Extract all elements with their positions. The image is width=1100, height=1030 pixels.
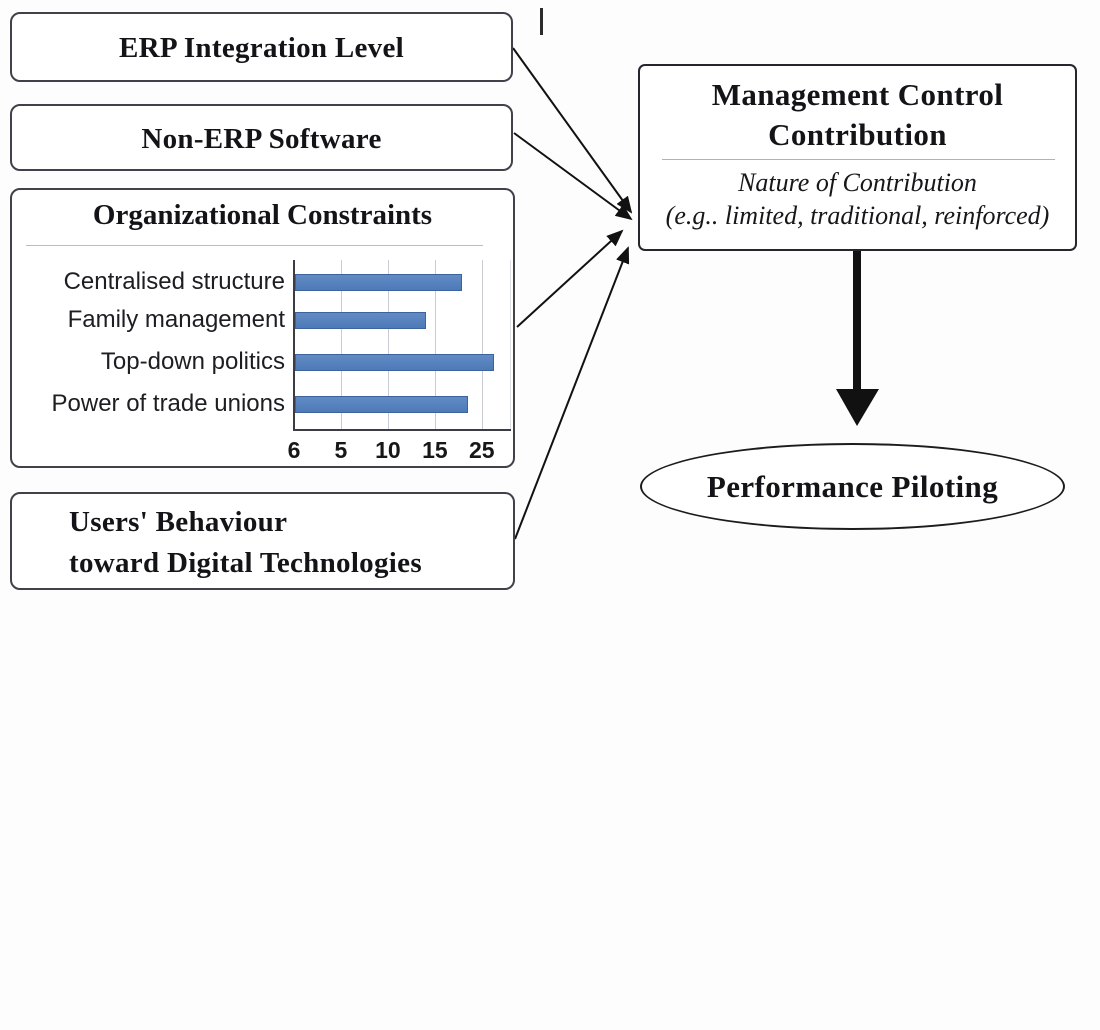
text-cursor-artifact — [540, 8, 543, 35]
chart-bar — [295, 312, 426, 329]
chart-gridline — [482, 260, 484, 429]
chart-category-label: Top-down politics — [100, 348, 285, 375]
chart-x-tick-label: 6 — [287, 437, 301, 463]
management-control-title-line1: Management Control — [711, 77, 1004, 112]
chart-bar — [295, 396, 468, 413]
arrow-users-to-management — [514, 246, 630, 540]
users-behaviour-line1: Users' Behaviour — [69, 506, 288, 538]
chart-category-label: Centralised structure — [63, 268, 285, 295]
chart-x-tick-label: 25 — [469, 437, 495, 463]
management-control-title: Management Control Contribution — [640, 75, 1075, 155]
users-behaviour-label: Users' Behaviour toward Digital Technolo… — [69, 502, 422, 584]
organizational-constraints-box: Organizational Constraints Centralised s… — [10, 188, 515, 468]
non-erp-software-label: Non-ERP Software — [141, 123, 382, 155]
organizational-constraints-title: Organizational Constraints — [92, 199, 433, 231]
chart-x-tick-label: 10 — [375, 437, 401, 463]
arrow-constraints-to-management — [516, 229, 624, 328]
chart-x-tick-label: 15 — [422, 437, 448, 463]
title-divider-line — [26, 245, 483, 246]
title-divider-line — [662, 159, 1055, 160]
performance-piloting-ellipse: Performance Piloting — [640, 443, 1065, 530]
performance-piloting-label: Performance Piloting — [706, 469, 999, 504]
arrow-nonerp-to-management — [513, 132, 633, 221]
chart-category-label: Power of trade unions — [51, 390, 285, 417]
nature-of-contribution-examples: (e.g.. limited, traditional, reinforced) — [665, 201, 1050, 230]
bar-chart-plot-area — [293, 260, 511, 431]
chart-gridline — [510, 260, 511, 429]
chart-category-label: Family management — [67, 306, 285, 333]
management-control-contribution-box: Management Control Contribution Nature o… — [638, 64, 1077, 251]
management-control-title-line2: Contribution — [768, 117, 947, 152]
arrow-management-to-performance-head — [836, 389, 879, 426]
chart-gridline — [341, 260, 343, 429]
chart-bar — [295, 274, 462, 291]
users-behaviour-box: Users' Behaviour toward Digital Technolo… — [10, 492, 515, 590]
chart-bar — [295, 354, 494, 371]
arrow-erp-to-management — [512, 47, 633, 214]
erp-integration-level-label: ERP Integration Level — [119, 32, 404, 64]
users-behaviour-line2: toward Digital Technologies — [69, 547, 422, 579]
chart-gridline — [435, 260, 437, 429]
erp-integration-level-box: ERP Integration Level — [10, 12, 513, 82]
nature-of-contribution-text: Nature of Contribution — [738, 168, 977, 197]
chart-gridline — [388, 260, 390, 429]
non-erp-software-box: Non-ERP Software — [10, 104, 513, 171]
chart-x-tick-label: 5 — [334, 437, 348, 463]
